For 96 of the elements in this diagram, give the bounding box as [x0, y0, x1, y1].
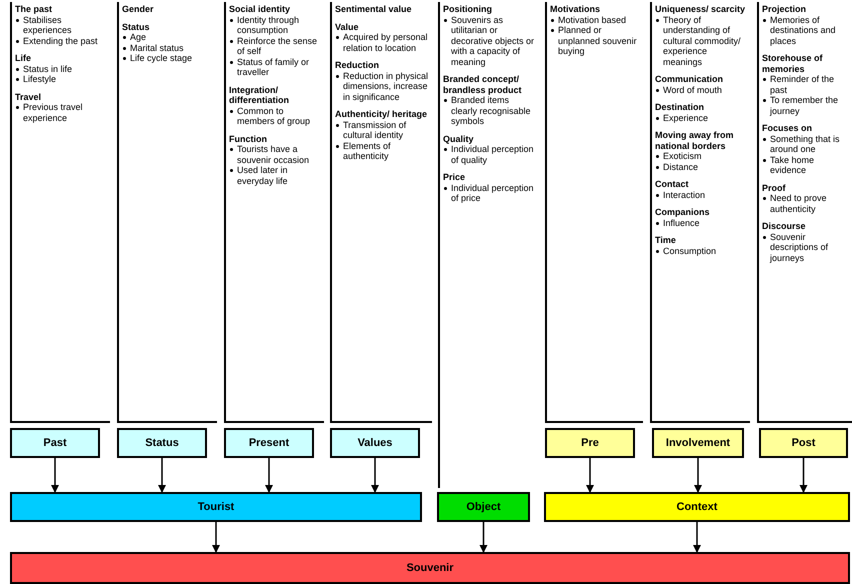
- bullet-point: Reduction in physical dimensions, increase in significance: [335, 70, 430, 102]
- bracket-panel: [10, 2, 110, 423]
- section-heading: Life: [15, 53, 32, 64]
- bullet-point: Experience: [655, 112, 748, 123]
- bracket-panel: [224, 2, 324, 423]
- bullet-point: Memories of destinations and places: [762, 14, 850, 46]
- section-heading: Branded concept/ brandless product: [443, 74, 523, 95]
- arrow: [158, 458, 166, 493]
- section-heading: Uniqueness/ scarcity: [655, 4, 746, 14]
- process-box: Object: [437, 492, 530, 522]
- arrow: [694, 458, 702, 493]
- bullet-point: Extending the past: [15, 36, 108, 46]
- bullet-point: Lifestyle: [15, 74, 108, 84]
- bullet-point: Souvenirs as utilitarian or decorative objects or with a capacity of meaning: [443, 14, 536, 67]
- bullet-point: Word of mouth: [655, 84, 748, 95]
- section-heading: Motivations: [550, 4, 602, 14]
- process-box: Involvement: [652, 428, 744, 458]
- bullet-point: Motivation based: [550, 14, 641, 25]
- section-heading: Positioning: [443, 4, 493, 14]
- section-heading: Integration/ differentiation: [229, 84, 290, 106]
- bullet-point: Common to members of group: [229, 106, 322, 126]
- section-heading: The past: [15, 4, 54, 14]
- bullet-point: Planned or unplanned souvenir buying: [550, 25, 641, 56]
- bracket-panel: [330, 2, 432, 423]
- bracket-panel: [650, 2, 750, 423]
- bullet-point: Interaction: [655, 190, 748, 200]
- bullet-point: Influence: [655, 218, 748, 228]
- section-heading: Gender: [122, 4, 155, 14]
- process-box: Values: [330, 428, 420, 458]
- bullet-point: Something that is around one: [762, 134, 850, 154]
- section-heading: Communication: [655, 74, 724, 84]
- bullet-point: Individual perception of quality: [443, 144, 536, 165]
- process-box: Post: [759, 428, 848, 458]
- section-heading: Authenticity/ heritage: [335, 109, 428, 120]
- arrow: [51, 458, 59, 493]
- section-heading: Focuses on: [762, 123, 814, 134]
- bullet-point: Souvenir descriptions of journeys: [762, 232, 850, 263]
- arrow: [265, 458, 273, 493]
- arrow: [693, 522, 701, 553]
- bracket-panel: [545, 2, 643, 423]
- bullet-point: Marital status: [122, 42, 215, 53]
- bullet-point: Theory of understanding of cultural commodity/ experience meanings: [655, 14, 748, 67]
- bullet-point: Age: [122, 32, 215, 42]
- section-heading: Companions: [655, 207, 711, 218]
- section-heading: Quality: [443, 134, 475, 144]
- section-heading: Value: [335, 22, 360, 32]
- bullet-point: Status of family or traveller: [229, 56, 322, 78]
- bullet-point: Stabilises experiences: [15, 14, 108, 36]
- section-heading: Projection: [762, 4, 808, 14]
- bullet-point: Individual perception of price: [443, 182, 536, 204]
- process-box: Status: [117, 428, 207, 458]
- section-heading: Proof: [762, 182, 786, 193]
- process-box: Past: [10, 428, 100, 458]
- bracket-panel: [757, 2, 852, 423]
- bullet-point: Reminder of the past: [762, 74, 850, 95]
- section-heading: Time: [655, 235, 677, 246]
- section-heading: Reduction: [335, 60, 380, 70]
- bullet-point: Take home evidence: [762, 154, 850, 176]
- section-heading: Status: [122, 22, 151, 32]
- arrow: [800, 458, 808, 493]
- bullet-point: To remember the journey: [762, 95, 850, 116]
- bullet-point: Transmission of cultural identity: [335, 120, 430, 140]
- bullet-point: Acquired by personal relation to location: [335, 32, 430, 53]
- bullet-point: Branded items clearly recognisable symbols: [443, 95, 536, 126]
- section-heading: Moving away from national borders: [655, 130, 735, 151]
- arrow: [371, 458, 379, 493]
- bullet-point: Elements of authenticity: [335, 140, 430, 162]
- bullet-point: Identity through consumption: [229, 14, 322, 36]
- arrow: [480, 522, 488, 553]
- bullet-point: Reinforce the sense of self: [229, 36, 322, 56]
- section-heading: Function: [229, 134, 268, 144]
- process-box: Tourist: [10, 492, 422, 522]
- bullet-point: Consumption: [655, 246, 748, 256]
- section-heading: Discourse: [762, 221, 807, 232]
- section-heading: Contact: [655, 179, 690, 190]
- section-heading: Sentimental value: [335, 4, 413, 14]
- bullet-point: Previous travel experience: [15, 102, 108, 123]
- process-box: Context: [544, 492, 850, 522]
- process-box: Pre: [545, 428, 635, 458]
- bracket-panel: [117, 2, 217, 423]
- section-heading: Destination: [655, 102, 706, 112]
- bullet-point: Distance: [655, 162, 748, 172]
- arrow: [212, 522, 220, 553]
- bullet-point: Tourists have a souvenir occasion: [229, 144, 322, 165]
- section-heading: Storehouse of memories: [762, 53, 824, 74]
- bullet-point: Exoticism: [655, 151, 748, 162]
- bullet-point: Life cycle stage: [122, 53, 215, 64]
- process-box: Present: [224, 428, 314, 458]
- bullet-point: Need to prove authenticity: [762, 193, 850, 214]
- arrow: [586, 458, 594, 493]
- section-heading: Social identity: [229, 4, 292, 14]
- bullet-point: Used later in everyday life: [229, 165, 322, 186]
- bullet-point: Status in life: [15, 64, 108, 74]
- process-box: Souvenir: [10, 552, 850, 584]
- section-heading: Travel: [15, 92, 42, 102]
- section-heading: Price: [443, 172, 466, 182]
